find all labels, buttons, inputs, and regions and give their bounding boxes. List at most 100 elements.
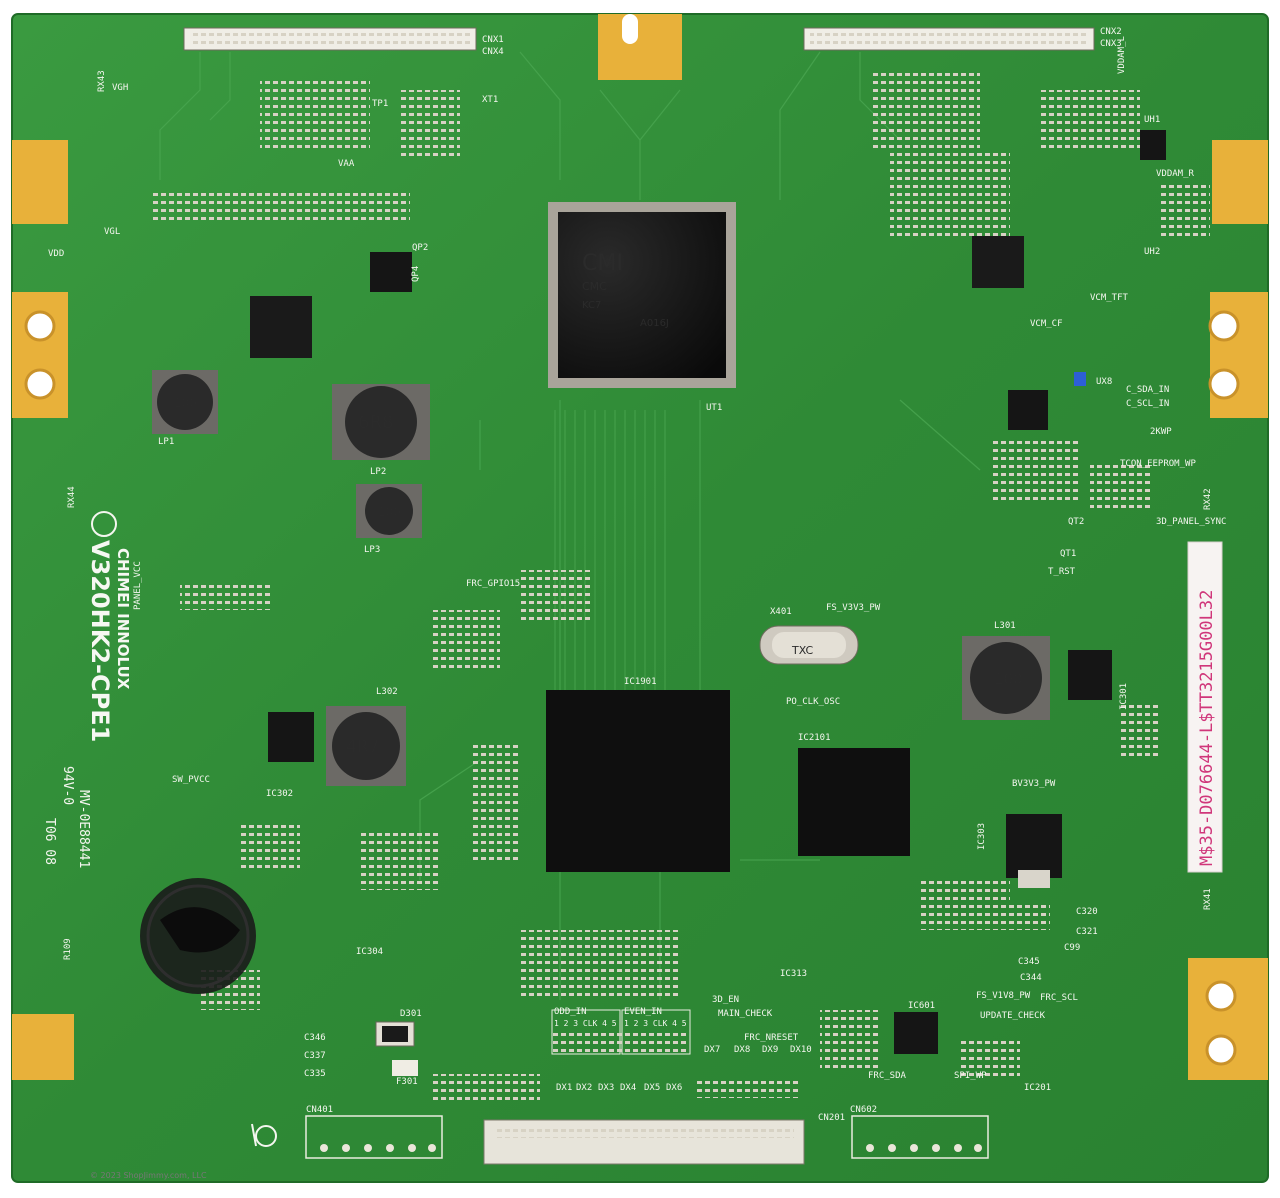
label-lp1: LP1 — [158, 437, 174, 447]
label-po-clk-osc: PO_CLK_OSC — [786, 697, 840, 707]
ref-uh1: UH1 — [1144, 115, 1160, 125]
model-text: V320HK2-CPE1 — [86, 540, 114, 742]
inductor-lp3-value: 100 — [378, 505, 401, 519]
ref-tp1: TP1 — [372, 99, 388, 109]
inductor-l302-value: 4R7 — [346, 737, 379, 757]
inductor-l301-value: 100 — [994, 670, 1023, 688]
chip-ut1-line3: KC7 — [582, 300, 601, 311]
ref-ic303: IC303 — [977, 823, 987, 850]
label-l302: L302 — [376, 687, 398, 697]
label-t-rst: T_RST — [1048, 567, 1076, 577]
ref-c320: C320 — [1076, 907, 1098, 917]
label-tcon-eeprom-wp: TCON_EEPROM_WP — [1120, 459, 1196, 469]
inductor-lp2-value: 6R8 — [358, 412, 393, 433]
tp-dx5: DX5 — [644, 1083, 660, 1093]
inductor-lp3: 100 — [356, 484, 422, 538]
label-ut1: UT1 — [706, 403, 722, 413]
ref-ic302: IC302 — [266, 789, 293, 799]
label-ic2101: IC2101 — [798, 733, 831, 743]
ref-ic304: IC304 — [356, 947, 383, 957]
ref-d301: D301 — [400, 1009, 422, 1019]
ref-rx44: RX44 — [67, 486, 77, 508]
logo-mark — [251, 1123, 277, 1147]
label-2kwp: 2KWP — [1150, 427, 1172, 437]
label-bv3v3-pw: BV3V3_PW — [1012, 779, 1056, 789]
chip-ic303 — [1006, 814, 1062, 888]
tp-dx7: DX7 — [704, 1045, 720, 1055]
label-frc-gpio15: FRC_GPIO15 — [466, 579, 520, 589]
label-3d-en: 3D_EN — [712, 995, 739, 1005]
blue-component — [1074, 372, 1086, 386]
ref-vaa: VAA — [338, 159, 355, 169]
label-cn201: CN201 — [818, 1113, 845, 1123]
chip-ut1-line2: CMC — [582, 280, 607, 293]
ref-c335: C335 — [304, 1069, 326, 1079]
ref-ic601: IC601 — [908, 1001, 935, 1011]
misc-labels: MAIN_CHECK FRC_NRESET UPDATE_CHECK FRC_S… — [133, 36, 1226, 1081]
label-frc-sda: FRC_SDA — [868, 1071, 907, 1081]
inductor-lp1-value: 100 — [174, 396, 197, 410]
tp-dx10: DX10 — [790, 1045, 812, 1055]
serial-sticker — [1187, 541, 1223, 873]
tp-dx9: DX9 — [762, 1045, 778, 1055]
tp-dx4: DX4 — [620, 1083, 636, 1093]
chip-small-cmo — [250, 296, 312, 358]
sticker-text: M$35-D076644-L$TT3215G00L32 — [1197, 590, 1217, 866]
board-notch — [598, 14, 682, 80]
ref-uh2: UH2 — [1144, 247, 1160, 257]
label-vcm-cf: VCM_CF — [1030, 319, 1063, 329]
chip-ic601 — [894, 1012, 938, 1054]
ref-vdd: VDD — [48, 249, 64, 259]
ref-qt1: QT1 — [1060, 549, 1076, 559]
marking-t06: T06 08 — [42, 818, 57, 865]
inductor-lp2: 6R8 — [332, 384, 430, 460]
label-spi-wp: SPI_WP — [954, 1071, 987, 1081]
tp-dx2: DX2 — [576, 1083, 592, 1093]
chip-ic1901 — [546, 690, 730, 872]
inductor-l301: 100 — [962, 636, 1050, 720]
tp-dx6: DX6 — [666, 1083, 682, 1093]
chip-qp4 — [370, 252, 412, 292]
chip-ic301 — [1068, 650, 1112, 700]
ref-f301: F301 — [396, 1077, 418, 1087]
e1-mark — [91, 511, 117, 537]
ref-c344: C344 — [1020, 973, 1042, 983]
label-fs-v3v3-pw: FS_V3V3_PW — [826, 603, 881, 613]
label-c-sda-in: C_SDA_IN — [1126, 385, 1169, 395]
label-main-check: MAIN_CHECK — [718, 1009, 773, 1019]
crystal-text: TXC — [791, 644, 813, 657]
label-vcm-tft: VCM_TFT — [1090, 293, 1129, 303]
ref-ic201: IC201 — [1024, 1083, 1051, 1093]
ref-c346: C346 — [304, 1033, 326, 1043]
ref-rx43: RX43 — [97, 70, 107, 92]
label-cn401: CN401 — [306, 1105, 333, 1115]
connector-cn401 — [305, 1115, 443, 1159]
label-frc-scl: FRC_SCL — [1040, 993, 1078, 1003]
ref-vgl: VGL — [104, 227, 120, 237]
connector-cn602 — [851, 1115, 989, 1159]
label-c-scl-in: C_SCL_IN — [1126, 399, 1169, 409]
ink-stamp — [140, 878, 256, 994]
label-update-check: UPDATE_CHECK — [980, 1011, 1046, 1021]
label-cnx4: CNX4 — [482, 47, 504, 57]
chip-uh1 — [1140, 130, 1166, 160]
chip-ut1: CMI CMC KC7 A016J — [548, 202, 736, 388]
marking-mv: MV-0E88441 — [76, 790, 91, 868]
tp-dx3: DX3 — [598, 1083, 614, 1093]
connector-cn201 — [483, 1119, 805, 1165]
header-odd-even — [551, 1009, 800, 1098]
smd-clusters — [150, 70, 1210, 1100]
label-3d-panel-sync: 3D_PANEL_SYNC — [1156, 517, 1226, 527]
label-lp2: LP2 — [370, 467, 386, 477]
ref-ux8: UX8 — [1096, 377, 1112, 387]
ref-qt2: QT2 — [1068, 517, 1084, 527]
label-cnx1: CNX1 — [482, 35, 504, 45]
chip-ut1-line1: CMI — [582, 251, 623, 276]
fuse-f301 — [392, 1060, 418, 1076]
chip-ic2101 — [798, 748, 910, 856]
ref-qp2: QP2 — [412, 243, 428, 253]
ref-rx42: RX42 — [1203, 488, 1213, 510]
mounting-pads — [12, 140, 1268, 1080]
label-frc-nreset: FRC_NRESET — [744, 1033, 799, 1043]
